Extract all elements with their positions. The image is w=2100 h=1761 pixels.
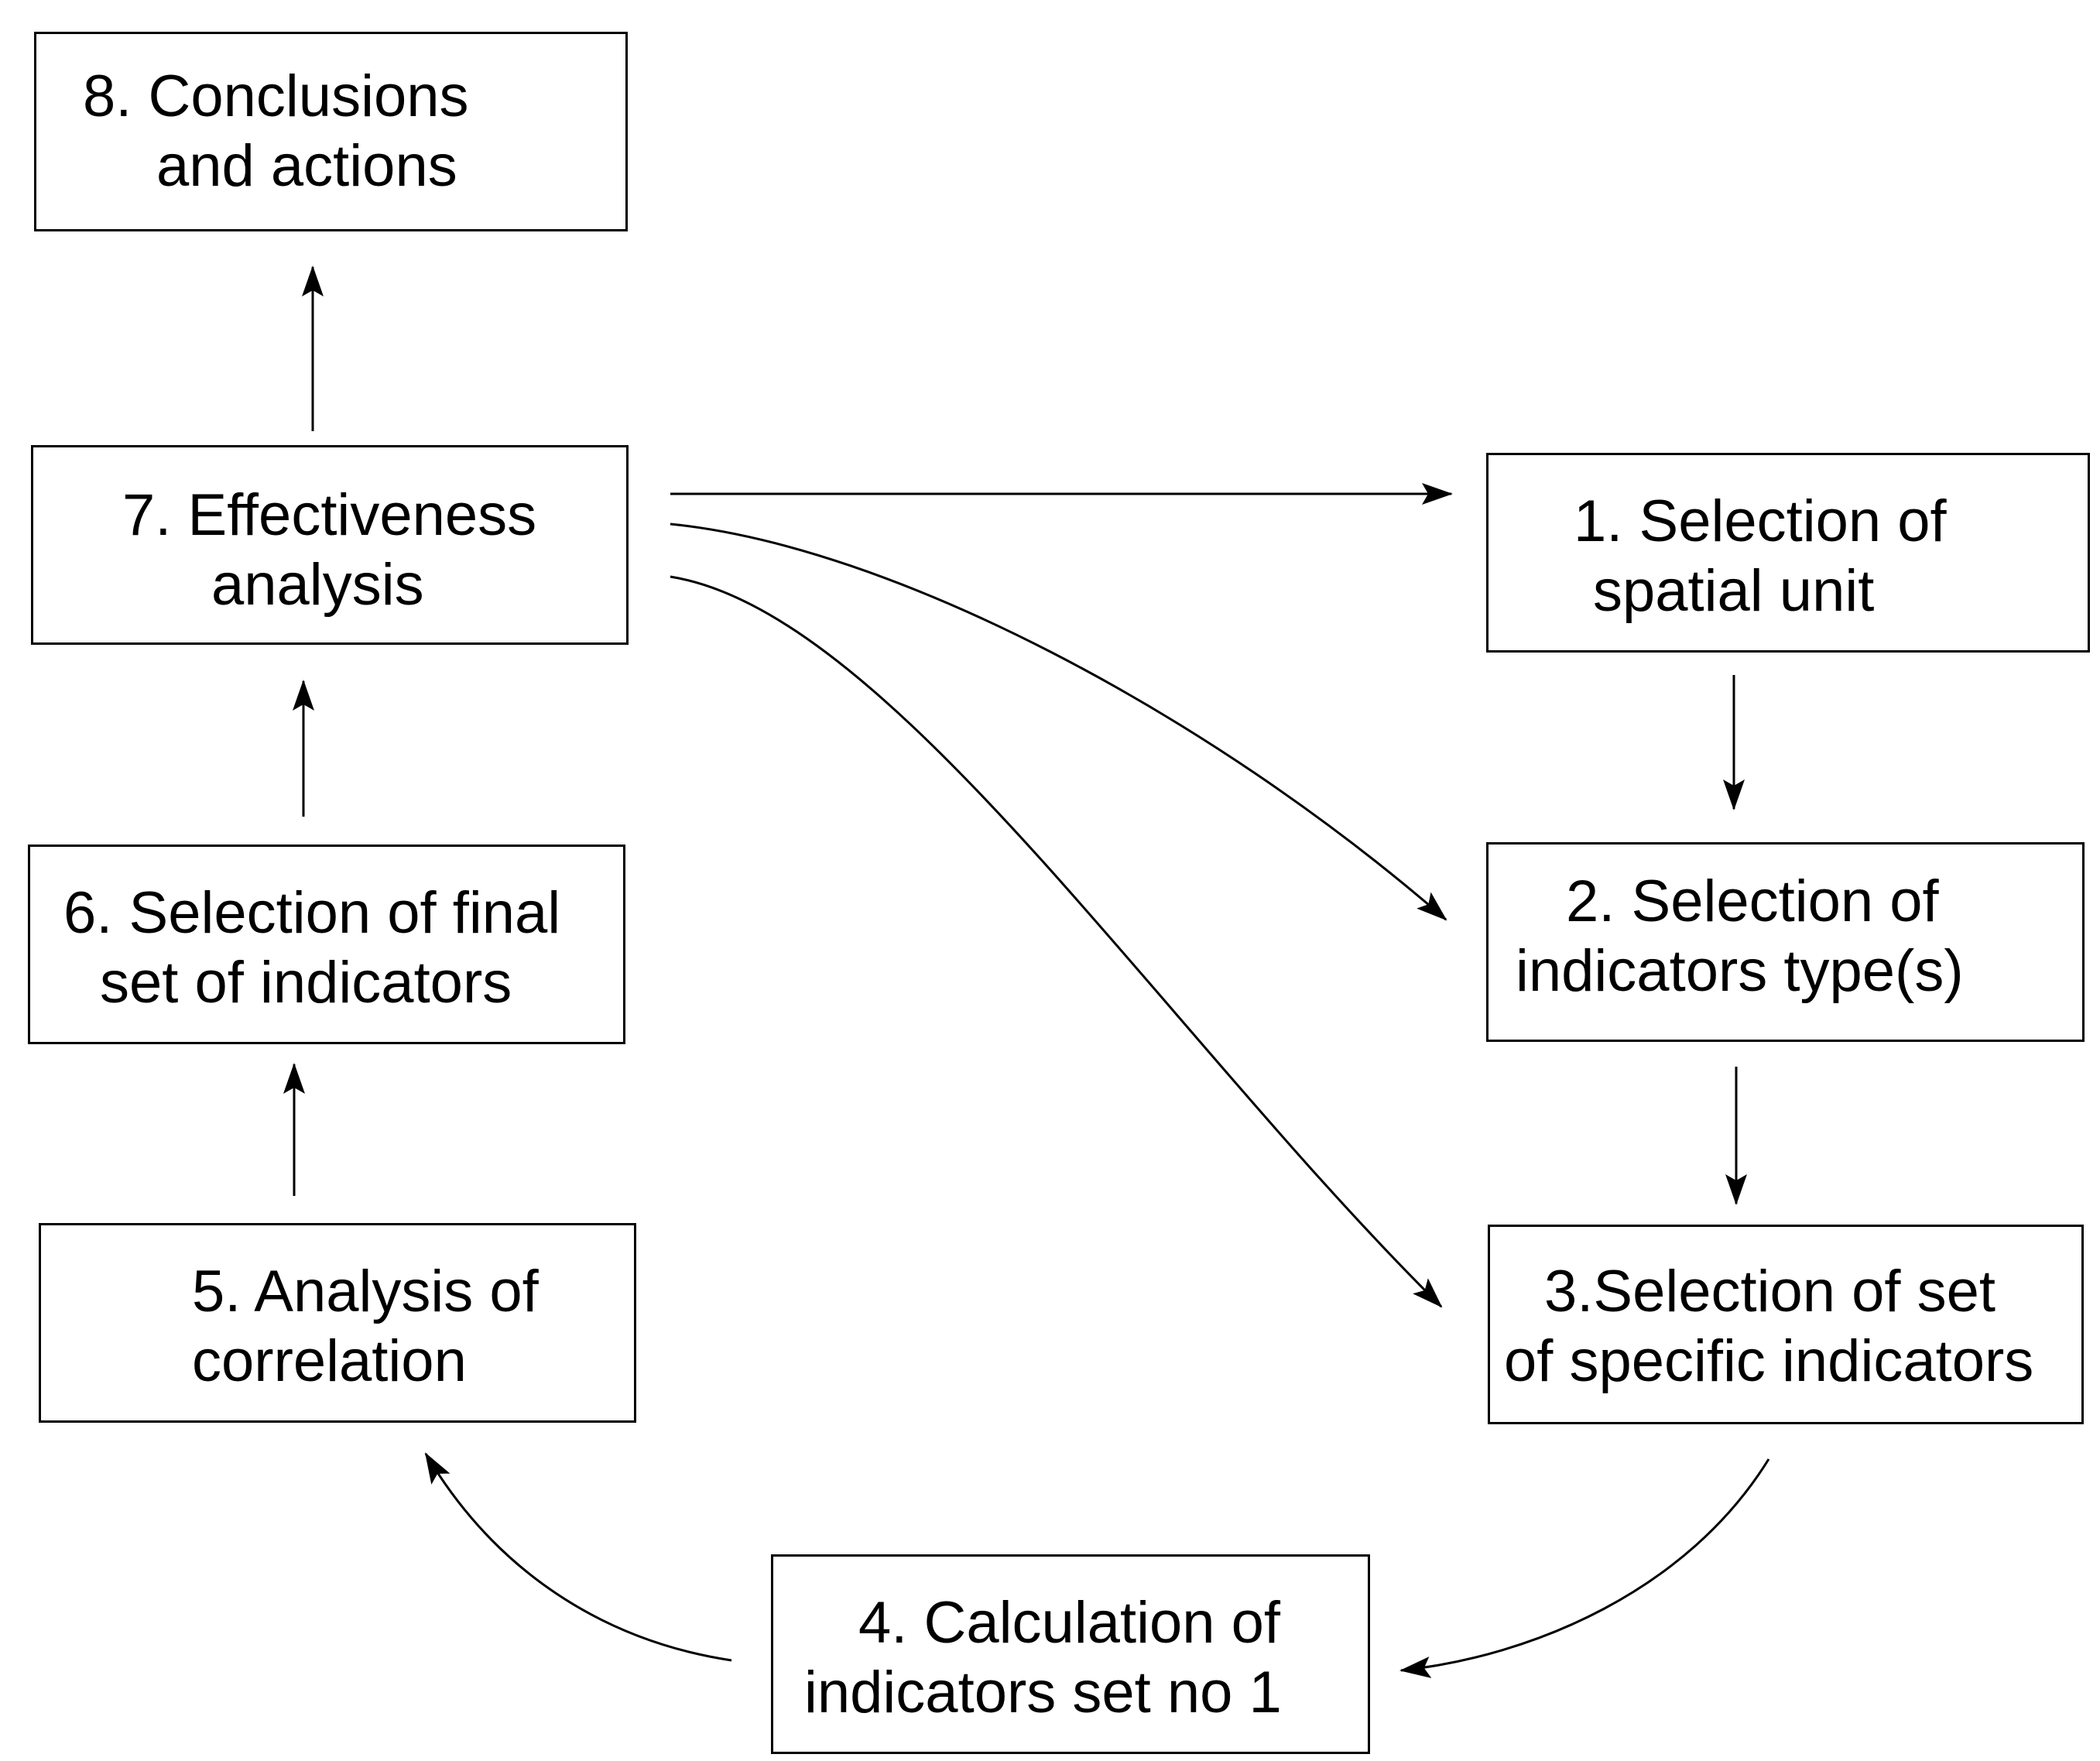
step-8-line-2: and actions [156, 133, 457, 199]
step-1-line-2: spatial unit [1593, 558, 1875, 624]
step-3-line-2: of specific indicators [1504, 1328, 2034, 1394]
step-4-line-2: indicators set no 1 [804, 1660, 1282, 1725]
arrow-4-to-5 [424, 1452, 732, 1662]
step-5-line-1: 5. Analysis of [192, 1259, 539, 1324]
step-2-line-2: indicators type(s) [1516, 938, 1964, 1004]
step-2-box: 2. Selection of indicators type(s) [1486, 842, 2085, 1042]
step-1-box: 1. Selection of spatial unit [1486, 453, 2090, 653]
step-6-line-1: 6. Selection of final [63, 880, 561, 946]
step-3-line-1: 3.Selection of set [1544, 1259, 1996, 1324]
step-5-box: 5. Analysis of correlation [39, 1223, 636, 1423]
step-5-line-2: correlation [192, 1328, 467, 1394]
step-7-box: 7. Effectiveness analysis [31, 445, 629, 645]
step-4-box: 4. Calculation of indicators set no 1 [771, 1554, 1370, 1754]
step-8-line-1: 8. Conclusions [83, 63, 469, 129]
step-7-line-2: analysis [211, 552, 424, 618]
step-6-line-2: set of indicators [100, 950, 512, 1016]
step-1-line-1: 1. Selection of [1574, 488, 1947, 554]
step-7-line-1: 7. Effectiveness [122, 482, 537, 548]
step-4-line-1: 4. Calculation of [858, 1590, 1280, 1656]
arrow-7-to-3 [670, 575, 1443, 1308]
arrow-3-to-4 [1399, 1458, 1770, 1678]
step-3-box: 3.Selection of set of specific indicator… [1488, 1225, 2084, 1424]
step-2-line-1: 2. Selection of [1566, 869, 1939, 934]
step-6-box: 6. Selection of final set of indicators [28, 845, 625, 1044]
step-8-box: 8. Conclusions and actions [34, 32, 628, 231]
arrow-7-to-2 [670, 522, 1447, 921]
